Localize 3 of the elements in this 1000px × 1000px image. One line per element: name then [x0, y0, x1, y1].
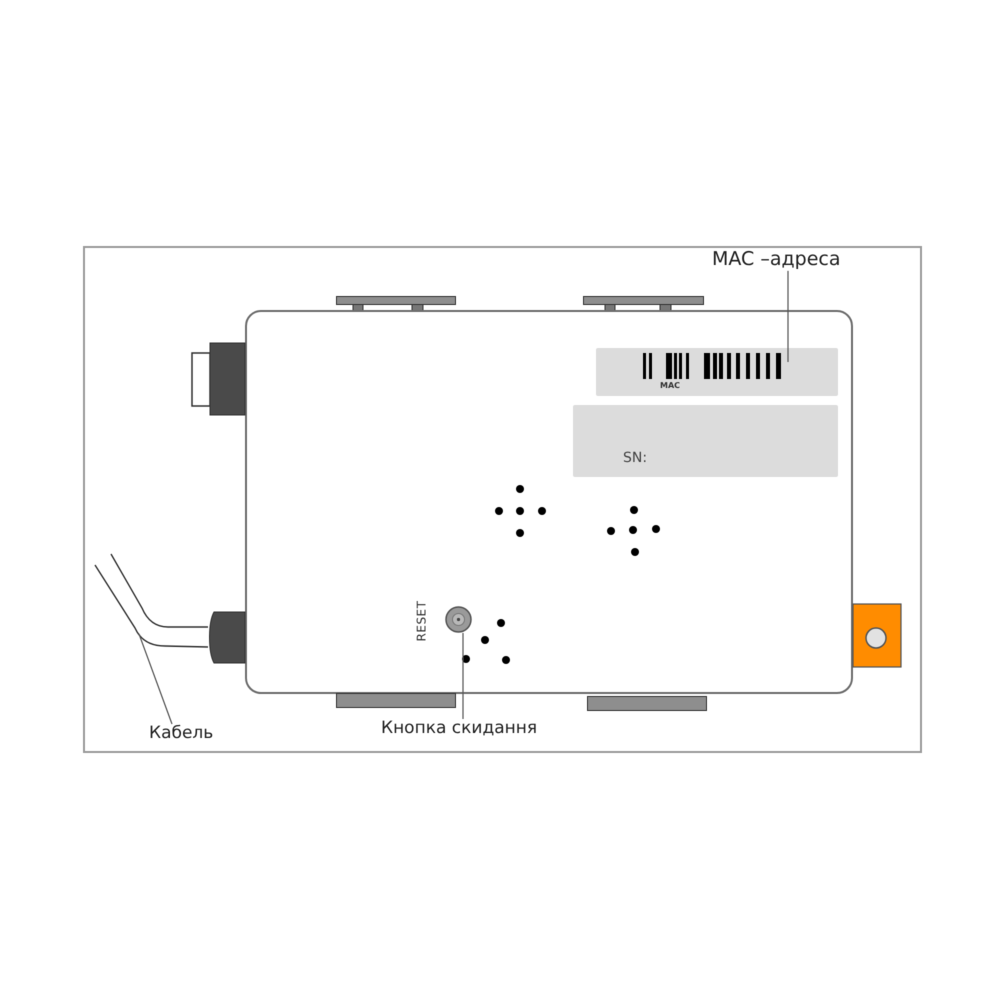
- callout-label: Кнопка скидання: [381, 719, 538, 739]
- callout-label: MAC –адреса: [712, 249, 840, 271]
- callout-label: Кабель: [149, 724, 214, 744]
